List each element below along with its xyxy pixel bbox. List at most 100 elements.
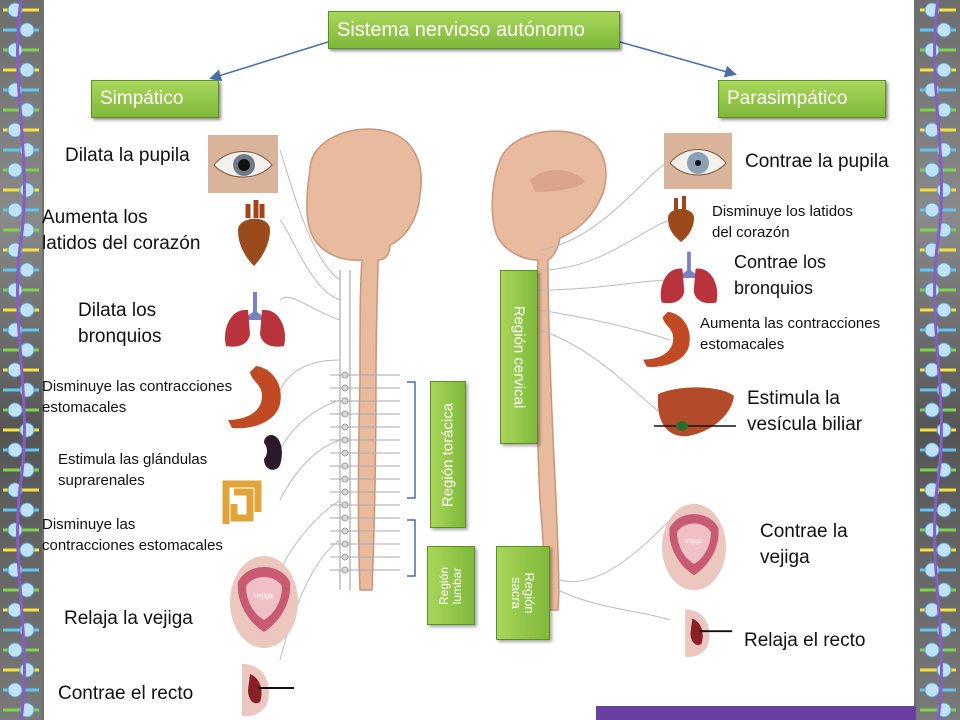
para-label-0: Contrae la pupila	[745, 151, 889, 172]
liver-icon	[654, 387, 736, 437]
symp-label-0: Dilata la pupila	[65, 145, 190, 166]
title-text: Sistema nervioso autónomo	[337, 18, 585, 41]
bead	[19, 542, 35, 558]
bead	[19, 62, 35, 78]
para-label-6: Relaja el recto	[744, 630, 866, 651]
bead	[7, 642, 23, 658]
region-sacra-text: Región sacra	[509, 572, 537, 614]
bead	[19, 182, 35, 198]
simpatico-header: Simpático	[91, 80, 219, 118]
bead	[924, 402, 940, 418]
ganglion	[341, 488, 349, 496]
ganglion	[341, 514, 349, 522]
arrow-to-parasimpatico	[619, 41, 737, 78]
stomach-icon	[228, 366, 281, 429]
bead	[924, 162, 940, 178]
footer-bar	[596, 706, 916, 720]
left-ganglia-ladder	[339, 270, 351, 590]
bead	[924, 442, 940, 458]
bead	[936, 182, 952, 198]
bladder-text-right: Vejiga	[685, 538, 703, 545]
bead	[7, 202, 23, 218]
bead	[7, 42, 23, 58]
region-cervical-text: Región cervical	[510, 305, 528, 409]
lungs-icon	[224, 292, 286, 347]
bead	[936, 502, 952, 518]
ganglion	[341, 553, 349, 561]
right-brain-inner	[530, 170, 585, 192]
bead	[924, 522, 940, 538]
symp-label-1: Aumenta los latidos del corazón	[42, 207, 201, 254]
symp-label-4: Estimula las glándulas suprarenales	[58, 451, 208, 489]
bladder-icon: Vejiga	[230, 556, 298, 648]
symp-label-2: Dilata los bronquios	[78, 300, 162, 347]
bead	[936, 422, 952, 438]
region-toracica-box: Región torácica	[430, 381, 466, 528]
bead	[19, 262, 35, 278]
ganglion	[341, 410, 349, 418]
symp-label-7: Contrae el recto	[58, 683, 194, 704]
bead	[19, 422, 35, 438]
bead	[936, 22, 952, 38]
ganglion	[341, 501, 349, 509]
parasimpatico-header: Parasimpático	[718, 80, 886, 118]
bead	[19, 302, 35, 318]
bead	[936, 542, 952, 558]
para-label-3: Aumenta las contracciones estomacales	[700, 315, 881, 353]
ganglion	[341, 397, 349, 405]
bead	[924, 282, 940, 298]
simpatico-header-text: Simpático	[100, 88, 184, 109]
heart-icon	[238, 200, 270, 266]
left-nerves	[279, 149, 341, 661]
para-label-5: Contrae la vejiga	[760, 521, 848, 568]
arrow-to-simpatico	[209, 41, 329, 82]
rectum-icon-right	[685, 609, 733, 657]
left-border	[0, 0, 42, 720]
right-inner-line	[914, 0, 916, 720]
parasimpatico-header-text: Parasimpático	[727, 88, 848, 109]
symp-label-5: Disminuye las contracciones estomacales	[42, 516, 223, 554]
bead	[7, 442, 23, 458]
bead	[936, 262, 952, 278]
para-label-4: Estimula la vesícula biliar	[747, 388, 863, 435]
title-box: Sistema nervioso autónomo	[328, 11, 620, 49]
heart-icon-right	[668, 196, 694, 242]
bead	[19, 662, 35, 678]
bead	[924, 202, 940, 218]
para-label-2: Contrae los bronquios	[734, 252, 827, 298]
left-brain-spine	[306, 128, 422, 591]
chain-strand	[933, 0, 943, 720]
ganglion	[341, 449, 349, 457]
region-lumbar-text: Región lumbar	[437, 566, 464, 605]
bead	[19, 22, 35, 38]
bladder-text-left: Vejiga	[254, 593, 273, 600]
bead	[7, 162, 23, 178]
bead	[936, 662, 952, 678]
bead	[19, 502, 35, 518]
ganglion	[341, 371, 349, 379]
bladder-icon-right: Vejiga	[662, 503, 726, 591]
symp-label-3: Disminuye las contracciones estomacales	[42, 378, 233, 416]
region-lumbar-box: Región lumbar	[427, 546, 475, 625]
ganglion	[341, 462, 349, 470]
lumbar-bracket	[407, 519, 416, 577]
region-cervical-box: Región cervical	[500, 270, 538, 444]
symp-label-6: Relaja la vejiga	[64, 608, 193, 629]
rectum-icon	[242, 664, 294, 717]
ganglion	[341, 540, 349, 548]
bead	[936, 302, 952, 318]
ganglion	[341, 423, 349, 431]
bead	[7, 282, 23, 298]
intestine-icon	[222, 480, 262, 524]
stomach-icon-right	[643, 311, 690, 367]
region-toracica-text: Región torácica	[439, 402, 457, 507]
bead	[924, 42, 940, 58]
bead	[7, 682, 23, 698]
ganglion	[341, 436, 349, 444]
ganglion	[341, 475, 349, 483]
region-sacra-box: Región sacra	[496, 546, 550, 640]
toracica-bracket	[407, 381, 416, 499]
right-border	[916, 0, 960, 720]
bead	[924, 642, 940, 658]
